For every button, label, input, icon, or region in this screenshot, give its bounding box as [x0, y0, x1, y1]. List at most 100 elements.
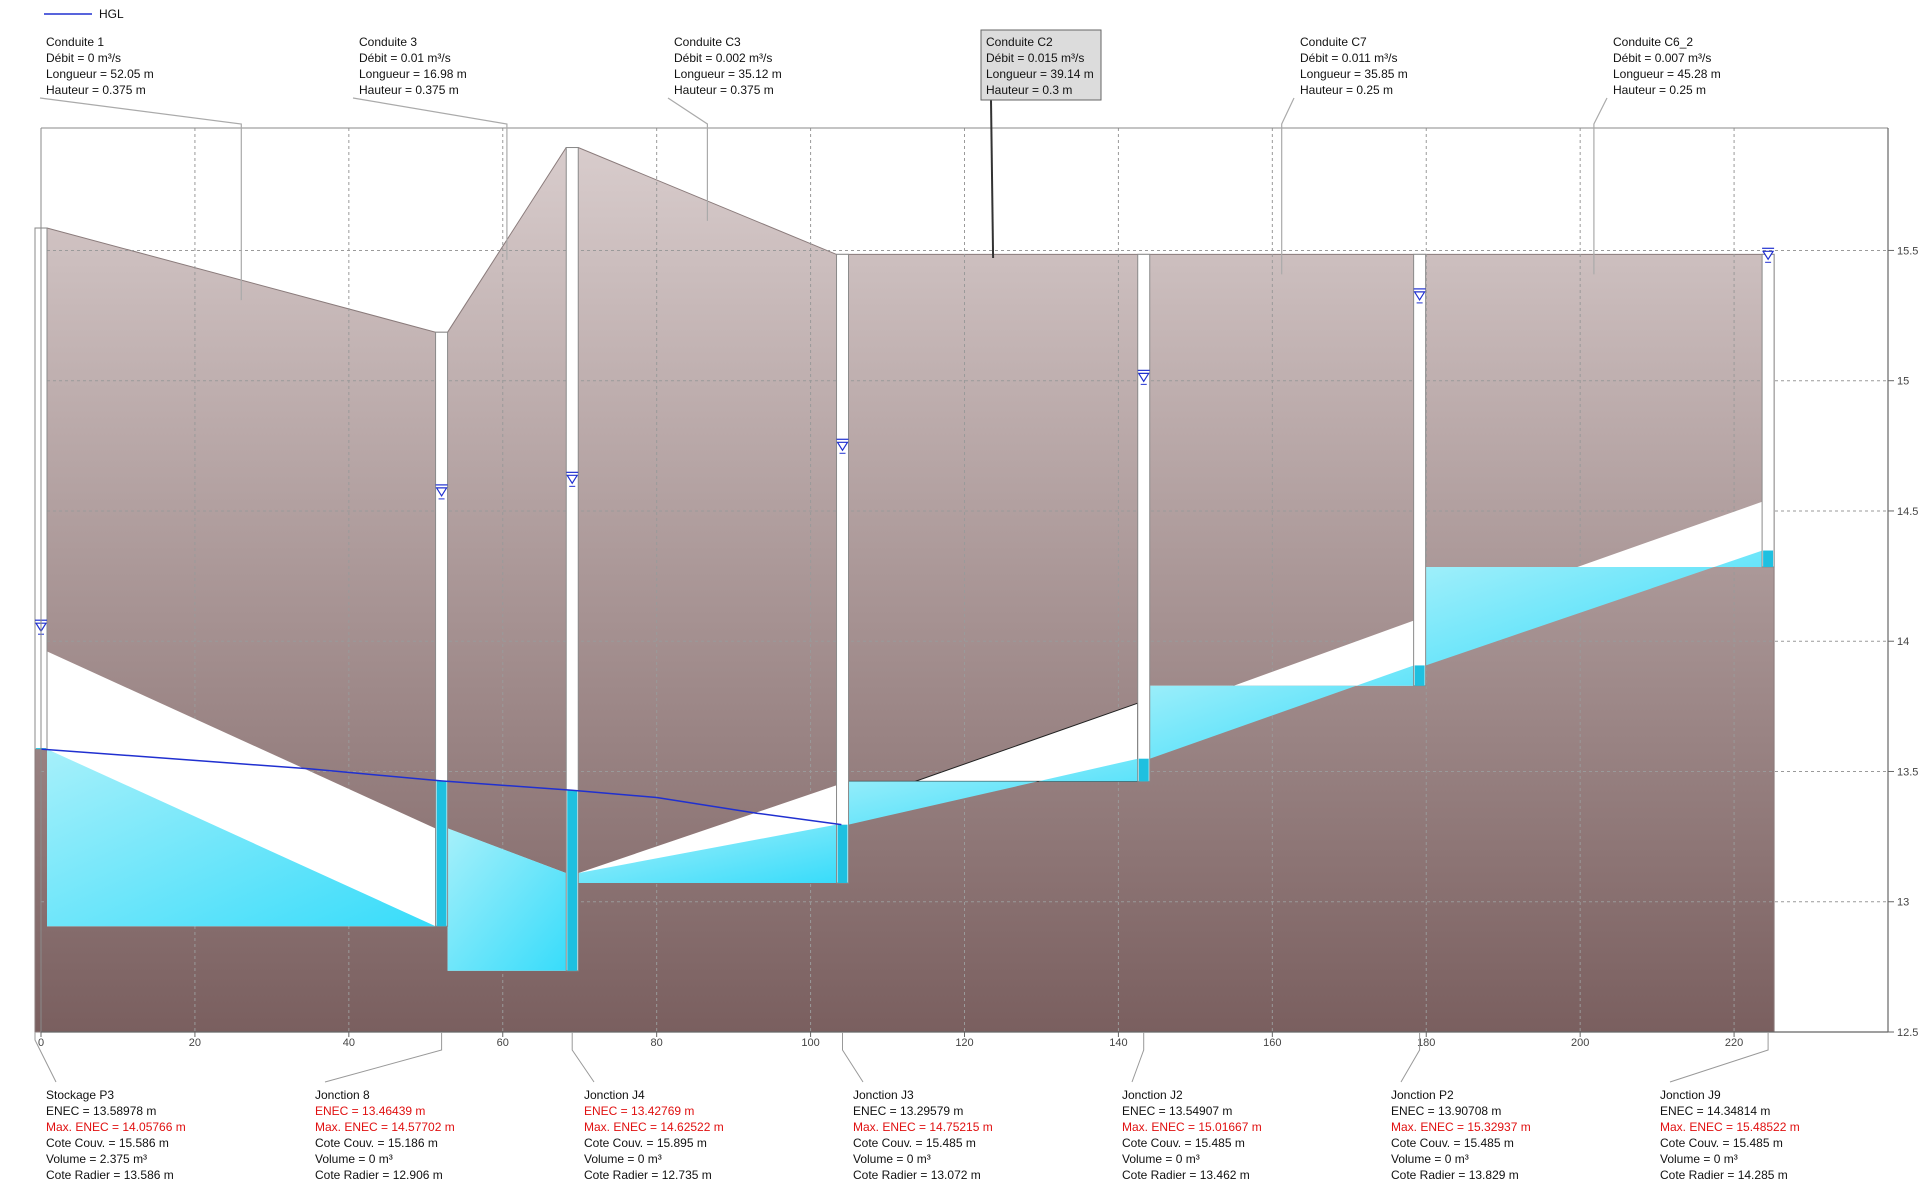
conduit-field: Débit = 0.007 m³/s [1613, 51, 1711, 65]
node-field: Max. ENEC = 15.48522 m [1660, 1120, 1800, 1134]
node-name[interactable]: Stockage P3 [46, 1088, 114, 1102]
node-shaft[interactable] [1413, 253, 1427, 687]
node-water [567, 790, 578, 971]
hgl-line [40, 748, 842, 826]
conduit-leader [990, 99, 995, 259]
x-tick-label: 140 [1109, 1037, 1127, 1049]
conduit-name[interactable]: Conduite C7 [1300, 35, 1367, 49]
conduit-field: Longueur = 52.05 m [46, 67, 154, 81]
node-name[interactable]: Jonction P2 [1391, 1088, 1454, 1102]
node-name[interactable]: Jonction J9 [1660, 1088, 1721, 1102]
y-tick-label: 12.5 [1897, 1027, 1918, 1039]
node-field: Volume = 0 m³ [315, 1152, 393, 1166]
node-field: Volume = 0 m³ [584, 1152, 662, 1166]
node-field: Max. ENEC = 14.62522 m [584, 1120, 724, 1134]
node-field: Cote Radier = 13.829 m [1391, 1168, 1519, 1182]
legend-hgl-label: HGL [99, 7, 124, 21]
conduit-selected-box[interactable] [980, 29, 1102, 101]
conduit-field: Longueur = 45.28 m [1613, 67, 1721, 81]
conduit-field: Hauteur = 0.375 m [359, 83, 459, 97]
y-tick-label: 14 [1897, 636, 1909, 648]
node-field: Cote Couv. = 15.186 m [315, 1136, 438, 1150]
conduit-water [447, 828, 567, 971]
node-name[interactable]: Jonction 8 [315, 1088, 370, 1102]
node-field: Cote Radier = 12.906 m [315, 1168, 443, 1182]
x-tick-label: 20 [189, 1037, 201, 1049]
max-level-marker-icon [1137, 372, 1150, 383]
node-field: Cote Couv. = 15.485 m [853, 1136, 976, 1150]
node-leader [842, 1032, 864, 1083]
x-tick-label: 80 [651, 1037, 663, 1049]
node-leader [34, 1032, 57, 1083]
node-field: Max. ENEC = 15.01667 m [1122, 1120, 1262, 1134]
x-tick-label: 120 [955, 1037, 973, 1049]
conduit-leader [352, 97, 508, 260]
conduit-leader [1593, 97, 1608, 275]
conduit-name[interactable]: Conduite C2 [986, 35, 1053, 49]
x-tick-label: 160 [1263, 1037, 1281, 1049]
conduit-name[interactable]: Conduite 3 [359, 35, 417, 49]
conduit-field: Débit = 0.011 m³/s [1300, 51, 1398, 65]
conduit-name[interactable]: Conduite C3 [674, 35, 741, 49]
x-tick-label: 0 [38, 1037, 44, 1049]
node-leader [324, 1032, 443, 1083]
node-field: Max. ENEC = 14.75215 m [853, 1120, 993, 1134]
y-tick-label: 15 [1897, 376, 1909, 388]
node-field: ENEC = 13.54907 m [1122, 1104, 1232, 1118]
y-tick-label: 14.5 [1897, 506, 1918, 518]
node-name[interactable]: Jonction J4 [584, 1088, 645, 1102]
node-shaft[interactable] [836, 253, 850, 884]
node-field: Cote Couv. = 15.895 m [584, 1136, 707, 1150]
node-name[interactable]: Jonction J2 [1122, 1088, 1183, 1102]
node-leader [1669, 1032, 1769, 1083]
conduit-water [47, 749, 436, 927]
node-field: Volume = 0 m³ [1391, 1152, 1469, 1166]
x-tick-label: 180 [1417, 1037, 1435, 1049]
conduit-field: Hauteur = 0.25 m [1300, 83, 1393, 97]
node-shaft[interactable] [1137, 253, 1151, 782]
max-level-marker-icon [836, 441, 849, 452]
node-field: ENEC = 14.34814 m [1660, 1104, 1770, 1118]
node-field: ENEC = 13.46439 m [315, 1104, 425, 1118]
node-leader [1131, 1032, 1145, 1083]
node-field: Volume = 0 m³ [1122, 1152, 1200, 1166]
node-field: Volume = 0 m³ [1660, 1152, 1738, 1166]
node-shaft[interactable] [1761, 253, 1775, 568]
conduit-water [848, 758, 1138, 825]
node-field: Cote Radier = 13.072 m [853, 1168, 981, 1182]
node-field: Cote Radier = 14.285 m [1660, 1168, 1788, 1182]
node-field: Cote Radier = 13.462 m [1122, 1168, 1250, 1182]
node-field: ENEC = 13.29579 m [853, 1104, 963, 1118]
node-water [1763, 550, 1774, 567]
conduit-field: Hauteur = 0.3 m [986, 83, 1072, 97]
max-level-marker-icon [566, 474, 579, 485]
conduit-field: Débit = 0.01 m³/s [359, 51, 451, 65]
max-level-marker-icon [435, 487, 448, 498]
node-field: Cote Couv. = 15.485 m [1122, 1136, 1245, 1150]
node-name[interactable]: Jonction J3 [853, 1088, 914, 1102]
conduit-water [1425, 550, 1763, 666]
conduit-name[interactable]: Conduite C6_2 [1613, 35, 1693, 49]
y-tick-label: 13 [1897, 897, 1909, 909]
conduit-leader [1281, 97, 1295, 275]
y-tick-label: 15.5 [1897, 245, 1918, 257]
node-field: Max. ENEC = 15.32937 m [1391, 1120, 1531, 1134]
conduit-field: Débit = 0.015 m³/s [986, 51, 1084, 65]
node-field: Cote Radier = 12.735 m [584, 1168, 712, 1182]
node-water [837, 824, 848, 883]
conduit-leader [667, 97, 709, 221]
node-leader [571, 1032, 595, 1083]
node-field: Cote Radier = 13.586 m [46, 1168, 174, 1182]
x-tick-label: 40 [343, 1037, 355, 1049]
conduit-field: Hauteur = 0.25 m [1613, 83, 1706, 97]
max-level-marker-icon [1413, 291, 1426, 302]
conduit-leader [39, 97, 242, 301]
conduit-field: Débit = 0 m³/s [46, 51, 121, 65]
conduit-field: Longueur = 39.14 m [986, 67, 1094, 81]
conduit-water [1149, 665, 1414, 759]
conduit-name[interactable]: Conduite 1 [46, 35, 104, 49]
max-level-marker-icon [1762, 250, 1775, 261]
node-field: Max. ENEC = 14.57702 m [315, 1120, 455, 1134]
